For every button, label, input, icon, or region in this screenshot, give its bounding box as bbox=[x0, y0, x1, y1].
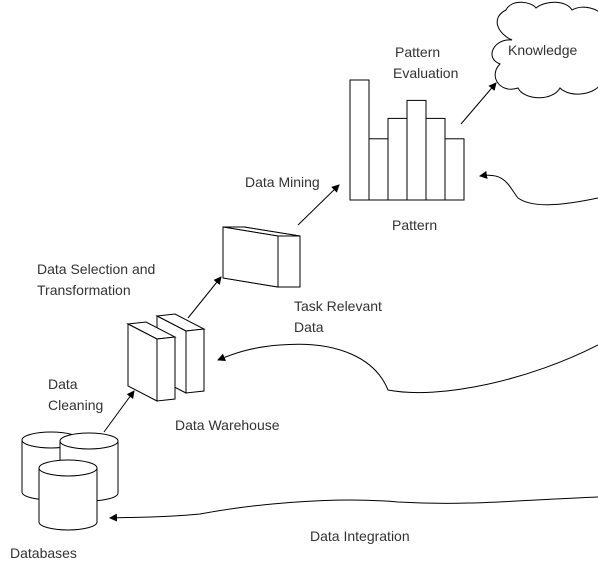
task-relevant-line-1: Task Relevant bbox=[294, 298, 382, 314]
arrow-databases-to-warehouse bbox=[103, 390, 135, 433]
feedback-arrow-to-warehouse bbox=[217, 343, 598, 394]
data-cleaning-line-2: Cleaning bbox=[48, 397, 104, 413]
knowledge-cloud-shape bbox=[491, 1, 598, 99]
pattern-label: Pattern bbox=[392, 217, 438, 233]
pattern-bar bbox=[349, 79, 370, 201]
pattern-bars bbox=[349, 79, 465, 201]
pattern-bar bbox=[387, 117, 408, 201]
data-selection-label: Data Selection and Transformation bbox=[37, 259, 155, 301]
pattern-bar bbox=[406, 99, 427, 201]
pattern-bar bbox=[444, 138, 465, 201]
pattern-evaluation-label: Pattern Evaluation bbox=[393, 42, 459, 84]
feedback-arrow-to-databases bbox=[109, 496, 598, 522]
data-warehouse-label: Data Warehouse bbox=[175, 417, 280, 433]
data-mining-label: Data Mining bbox=[245, 174, 320, 190]
pattern-evaluation-line-1: Pattern bbox=[395, 44, 441, 60]
pattern-bar bbox=[368, 138, 389, 201]
arrow-warehouse-to-task-data bbox=[187, 276, 222, 319]
data-cleaning-line-1: Data bbox=[48, 376, 78, 392]
task-relevant-line-2: Data bbox=[294, 319, 324, 335]
data-warehouse-shape bbox=[126, 313, 206, 402]
pattern-bar bbox=[425, 117, 446, 201]
data-cleaning-label: Data Cleaning bbox=[48, 374, 103, 416]
feedback-arrow-to-pattern bbox=[479, 170, 598, 206]
task-relevant-label: Task Relevant Data bbox=[294, 296, 382, 338]
knowledge-label: Knowledge bbox=[508, 42, 578, 58]
task-relevant-data-cube bbox=[222, 226, 301, 288]
arrow-task-data-to-pattern bbox=[297, 184, 340, 226]
arrow-pattern-to-knowledge bbox=[460, 82, 497, 125]
feedback-arrows bbox=[109, 170, 598, 522]
data-selection-line-1: Data Selection and bbox=[37, 261, 156, 277]
pattern-evaluation-line-2: Evaluation bbox=[393, 65, 459, 81]
databases-cylinders bbox=[21, 431, 119, 531]
data-integration-label: Data Integration bbox=[310, 528, 410, 544]
databases-label: Databases bbox=[10, 545, 77, 561]
process-arrows bbox=[103, 82, 497, 433]
data-selection-line-2: Transformation bbox=[37, 282, 131, 298]
